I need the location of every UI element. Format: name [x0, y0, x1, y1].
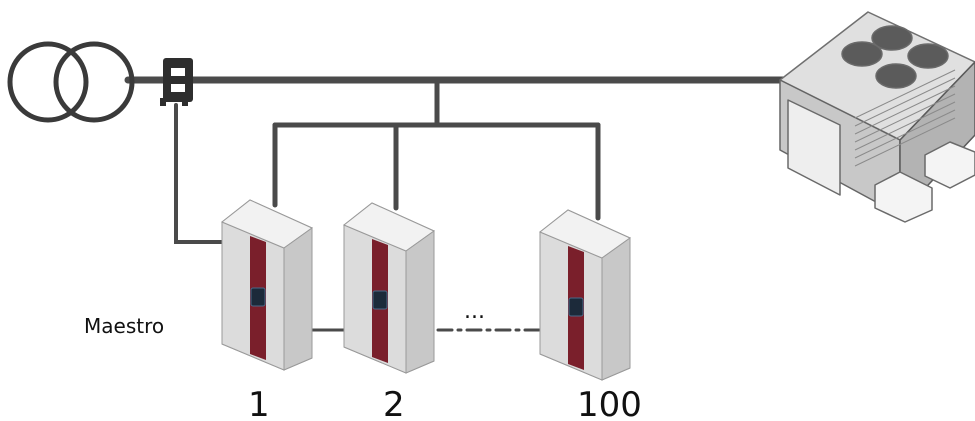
wiring	[124, 76, 804, 332]
inverter-display	[372, 290, 388, 310]
vent-slat	[854, 101, 956, 151]
master-label: Maestro	[84, 314, 164, 338]
inverter-unit-100	[539, 209, 631, 381]
unit-number-2: 2	[383, 385, 405, 421]
vent-slat	[854, 117, 956, 167]
hvac-load-icon	[779, 11, 975, 223]
load-box-left	[874, 171, 933, 223]
transformer-coil-right	[53, 41, 135, 123]
inverter-side-face	[405, 230, 435, 374]
vent-slat	[854, 85, 956, 135]
meter-window-bar	[171, 76, 185, 84]
unit-number-1: 1	[248, 385, 270, 421]
vent-slat	[854, 109, 956, 159]
load-fan-2	[871, 25, 913, 51]
meter-foot-left	[160, 98, 166, 106]
ellipsis-label: ...	[464, 299, 485, 324]
transformer-icon	[7, 41, 135, 123]
current-meter-icon	[160, 58, 193, 106]
meter-sense-line	[174, 103, 224, 244]
inverter-display	[568, 297, 584, 317]
load-fan-3	[907, 43, 949, 69]
vent-slat	[854, 77, 956, 127]
vent-slat	[854, 69, 956, 119]
inverter-side-face	[283, 227, 313, 371]
transformer-coil-left	[7, 41, 89, 123]
load-front-panel	[787, 99, 841, 196]
inverter-display	[250, 287, 266, 307]
load-vent-grille	[854, 69, 956, 167]
load-fan-4	[875, 63, 917, 89]
vent-slat	[854, 93, 956, 143]
load-box-right	[924, 141, 975, 189]
load-fan-1	[841, 41, 883, 67]
inverter-unit-2	[343, 202, 435, 374]
meter-foot-right	[182, 98, 188, 106]
inverter-side-face	[601, 237, 631, 381]
inverter-unit-1	[221, 199, 313, 371]
unit-number-100: 100	[577, 385, 642, 421]
